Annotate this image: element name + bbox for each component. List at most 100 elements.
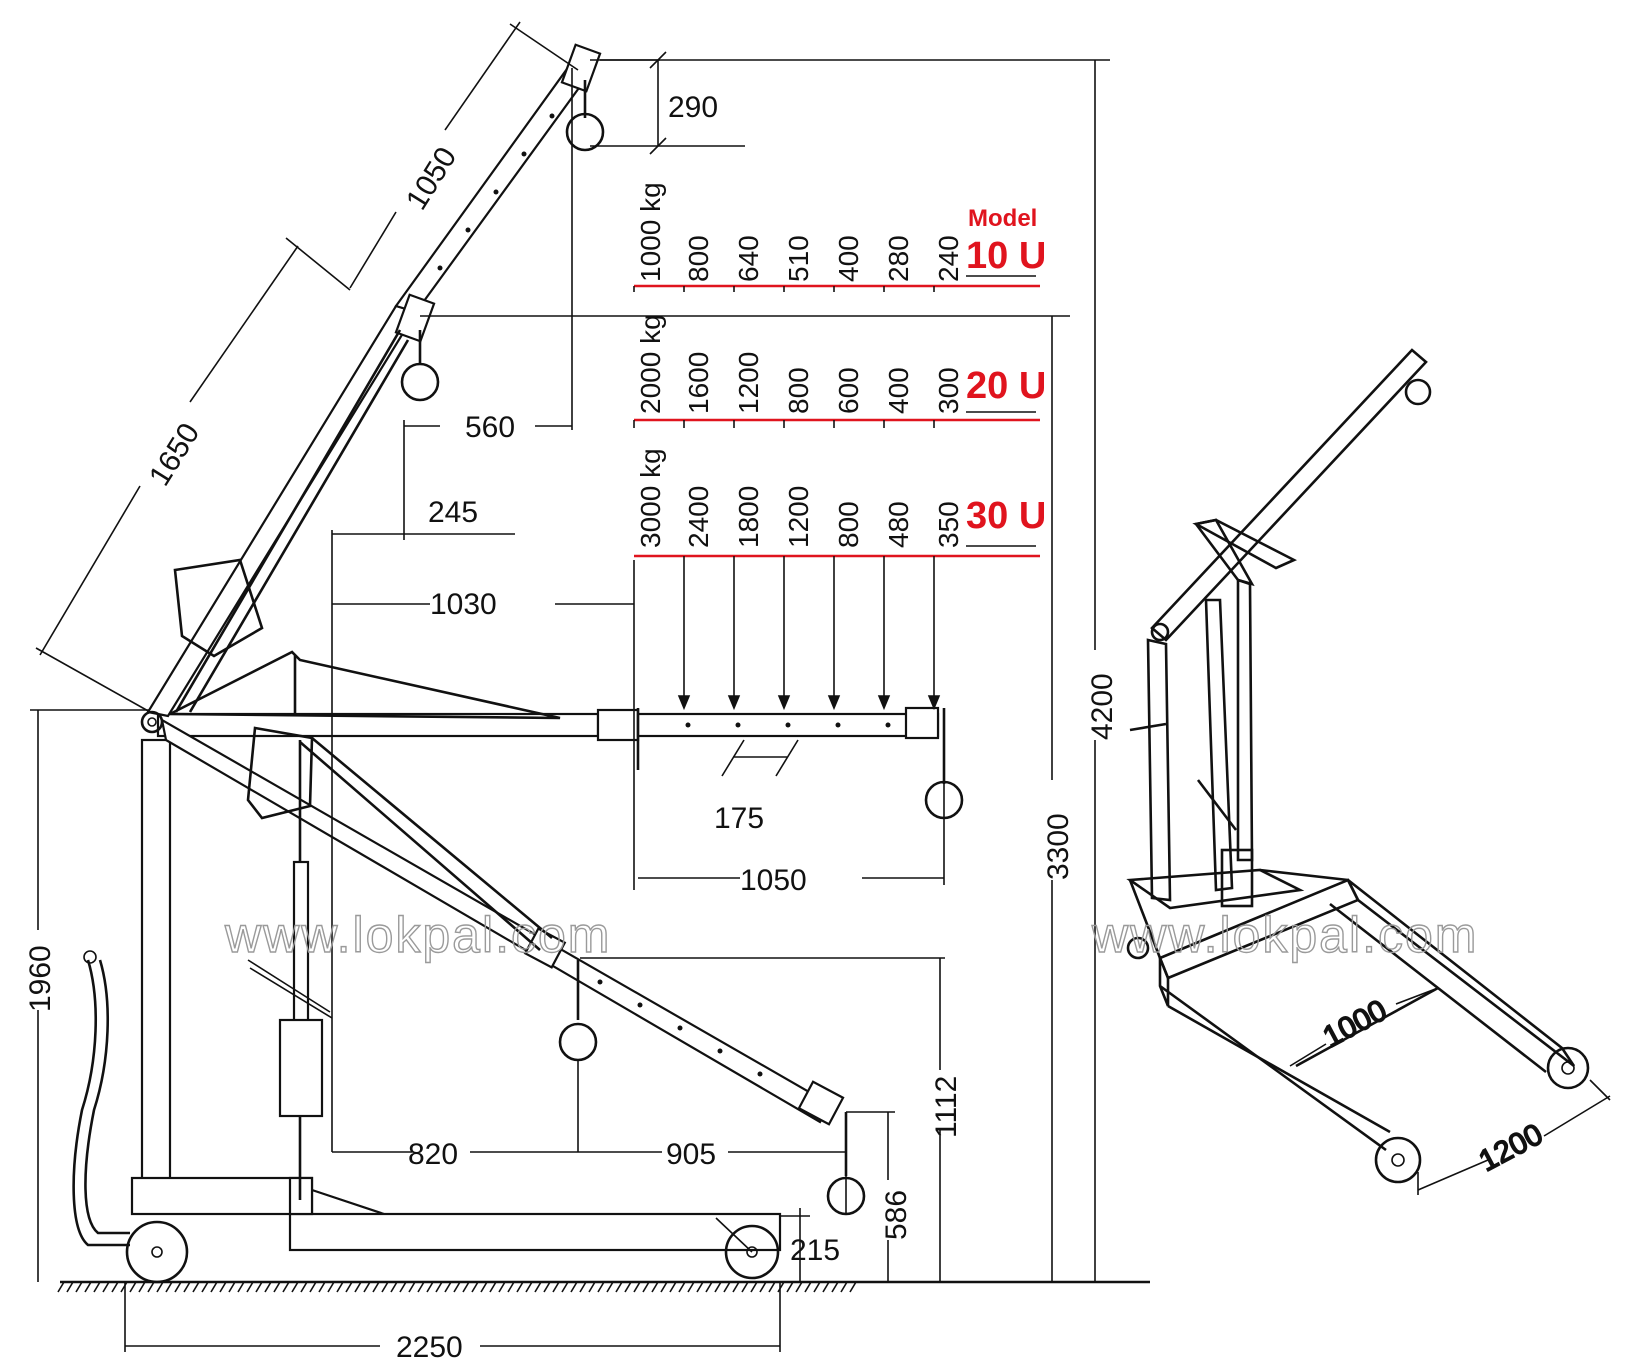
ground-hatch <box>390 1281 398 1293</box>
dimension-labels: 290 1050 1650 560 245 1030 175 1050 1960… <box>24 91 1119 1364</box>
dim-1050-boom: 1050 <box>400 142 463 216</box>
capacity-table: Model 10 U 1000 kg 800 640 510 400 280 2… <box>633 182 1046 711</box>
dim-3300: 3300 <box>1042 813 1075 880</box>
boom-hole <box>757 1071 763 1077</box>
ground-hatch <box>372 1281 380 1293</box>
boom-hole <box>437 265 443 271</box>
ground-hatch <box>363 1281 371 1293</box>
dim-1650-boom: 1650 <box>143 418 206 492</box>
ground-hatch <box>687 1281 695 1293</box>
ground-hatch <box>543 1281 551 1293</box>
ground-hatch <box>759 1281 767 1293</box>
ground-hatch <box>534 1281 542 1293</box>
ground-hatch <box>642 1281 650 1293</box>
load-cell: 1000 kg <box>635 182 666 282</box>
ground-hatch <box>309 1281 317 1293</box>
ground-hatch <box>606 1281 614 1293</box>
boom-hole <box>465 227 471 233</box>
ground-hatch <box>237 1281 245 1293</box>
load-cell: 400 <box>833 235 864 282</box>
ground-hatch <box>615 1281 623 1293</box>
load-cell: 510 <box>783 235 814 282</box>
ground-hatch <box>93 1281 101 1293</box>
load-cell: 400 <box>883 367 914 414</box>
load-arrow-head <box>927 695 941 711</box>
ground-hatch <box>840 1281 848 1293</box>
boom-hole <box>493 189 499 195</box>
dim-1000-iso: 1000 <box>1318 994 1392 1054</box>
ground-hatch <box>318 1281 326 1293</box>
ground-hatch <box>660 1281 668 1293</box>
ground-hatch <box>633 1281 641 1293</box>
boom-hole <box>521 151 527 157</box>
ground-hatch <box>588 1281 596 1293</box>
ground-hatch <box>741 1281 749 1293</box>
ground-hatch <box>525 1281 533 1293</box>
ground-hatch <box>246 1281 254 1293</box>
ground-hatch <box>813 1281 821 1293</box>
ground-hatch <box>120 1281 128 1293</box>
load-cell: 1800 <box>733 486 764 548</box>
boom-hole <box>549 113 555 119</box>
ground-hatch <box>471 1281 479 1293</box>
model-label: 20 U <box>966 365 1046 407</box>
ground-hatch <box>768 1281 776 1293</box>
ground-hatch <box>273 1281 281 1293</box>
capacity-row-10u: 10 U 1000 kg 800 640 510 400 280 240 <box>634 182 1046 288</box>
ground-hatch <box>147 1281 155 1293</box>
capacity-row-30u: 30 U 3000 kg 2400 1800 1200 800 480 350 <box>634 448 1046 558</box>
ground-hatch <box>84 1281 92 1293</box>
load-cell: 800 <box>683 235 714 282</box>
ground-hatch <box>786 1281 794 1293</box>
ground-hatch <box>345 1281 353 1293</box>
load-cell: 480 <box>883 501 914 548</box>
dim-290: 290 <box>668 91 718 124</box>
ground-hatch <box>750 1281 758 1293</box>
boom-hole <box>735 722 741 728</box>
load-cell: 800 <box>833 501 864 548</box>
ground-hatch <box>453 1281 461 1293</box>
ground-hatch <box>714 1281 722 1293</box>
ground <box>57 1280 1150 1293</box>
ground-hatch <box>831 1281 839 1293</box>
ground-hatch <box>480 1281 488 1293</box>
load-cell: 2400 <box>683 486 714 548</box>
ground-hatch <box>570 1281 578 1293</box>
ground-hatch <box>822 1281 830 1293</box>
ground-hatch <box>192 1281 200 1293</box>
dim-1200-iso: 1200 <box>1474 1118 1548 1178</box>
ground-hatch <box>102 1281 110 1293</box>
ground-hatch <box>804 1281 812 1293</box>
ground-hatch <box>264 1281 272 1293</box>
load-cell: 240 <box>933 235 964 282</box>
ground-hatch <box>399 1281 407 1293</box>
load-cell: 3000 kg <box>635 448 666 548</box>
model-word: Model <box>968 205 1037 232</box>
boom-hole <box>785 722 791 728</box>
load-cell: 800 <box>783 367 814 414</box>
load-cell: 1200 <box>783 486 814 548</box>
load-cell: 640 <box>733 235 764 282</box>
ground-hatch <box>777 1281 785 1293</box>
dim-215: 215 <box>790 1234 840 1267</box>
load-cell: 1200 <box>733 352 764 414</box>
ground-hatch <box>129 1281 137 1293</box>
ground-hatch <box>408 1281 416 1293</box>
ground-hatch <box>462 1281 470 1293</box>
ground-hatch <box>795 1281 803 1293</box>
dim-1112: 1112 <box>930 1076 963 1138</box>
load-cell: 600 <box>833 367 864 414</box>
ground-hatch <box>201 1281 209 1293</box>
ground-hatch <box>57 1281 65 1293</box>
ground-hatch <box>849 1281 857 1293</box>
ground-hatch <box>156 1281 164 1293</box>
ground-hatch <box>138 1281 146 1293</box>
load-arrow-head <box>877 695 891 711</box>
ground-hatch <box>210 1281 218 1293</box>
boom-hole <box>885 722 891 728</box>
ground-hatch <box>111 1281 119 1293</box>
dimension-lines <box>30 21 1110 1352</box>
ground-hatch <box>624 1281 632 1293</box>
dim-820: 820 <box>408 1138 458 1171</box>
